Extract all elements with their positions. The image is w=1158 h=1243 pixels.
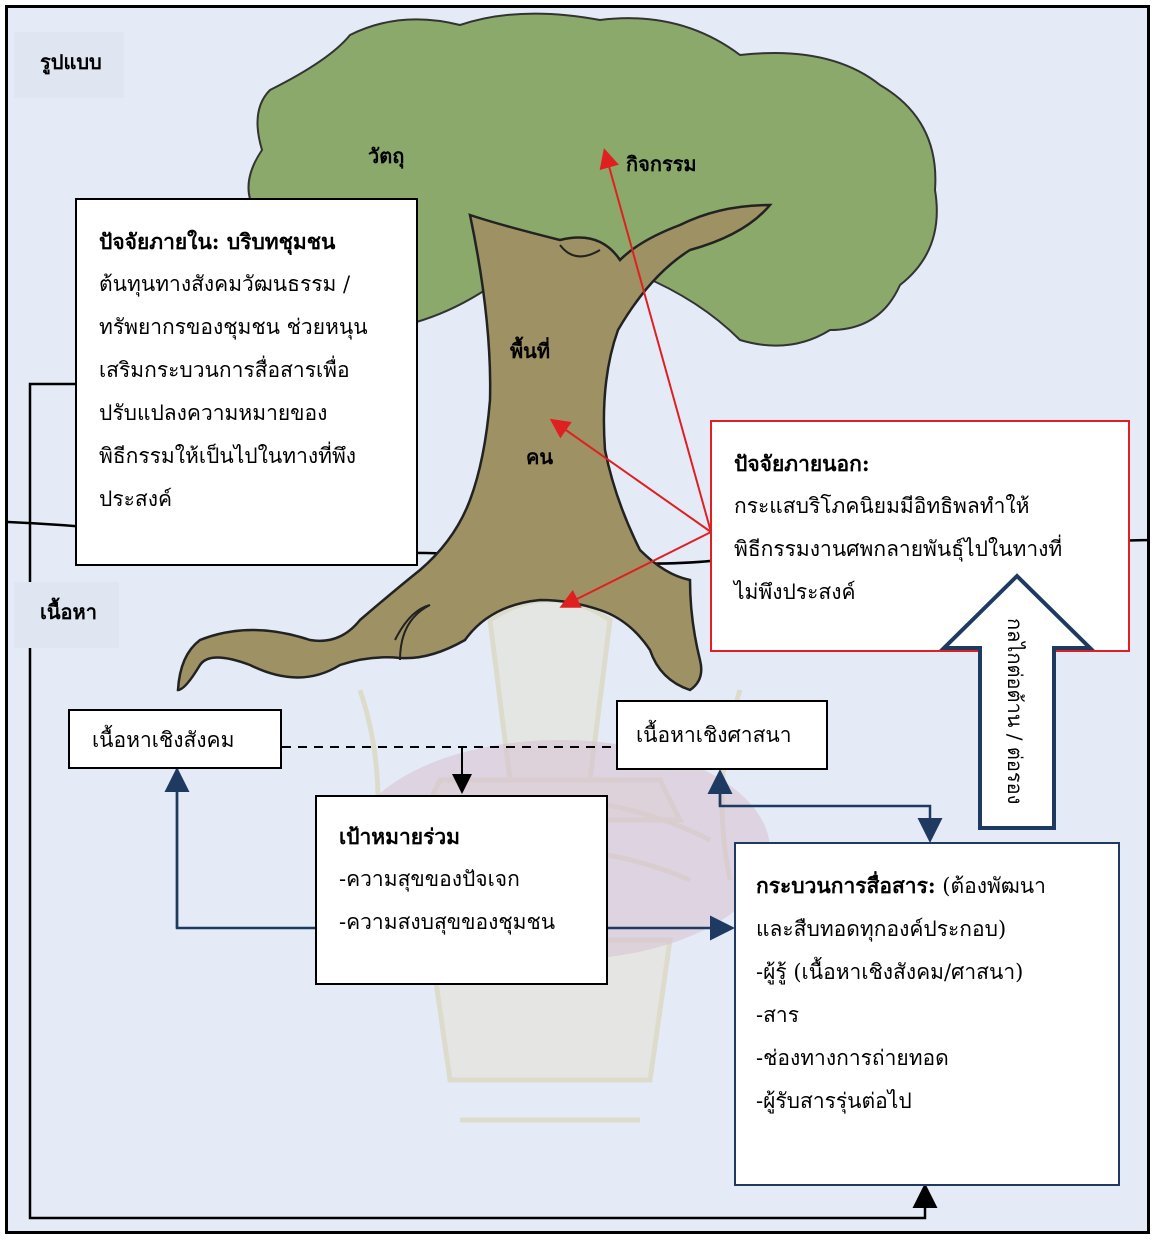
goal-title: เป้าหมายร่วม: [339, 824, 460, 849]
internal-line: ทรัพยากรของชุมชน ช่วยหนุน: [99, 315, 368, 339]
internal-title: ปัจจัยภายใน: บริบทชุมชน: [99, 229, 336, 254]
process-line: -ช่องทางการถ่ายทอด: [756, 1046, 949, 1070]
external-line: พิธีกรรมงานศพกลายพันธุ์ไปในทางที่: [734, 537, 1063, 561]
external-line: ไม่พึงประสงค์: [734, 580, 856, 604]
process-line: -สาร: [756, 1003, 799, 1027]
activities-label: กิจกรรม: [626, 152, 697, 176]
content-label: เนื้อหา: [14, 582, 119, 648]
external-factors-box: ปัจจัยภายนอก: กระแสบริโภคนิยมมีอิทธิพลทำ…: [710, 420, 1130, 652]
goal-line: -ความสุขของปัจเจก: [339, 867, 520, 891]
process-title-rest: (ต้องพัฒนา: [935, 874, 1046, 898]
religious-content-box: เนื้อหาเชิงศาสนา: [616, 700, 828, 770]
shared-goal-box: เป้าหมายร่วม -ความสุขของปัจเจก -ความสงบส…: [315, 795, 608, 985]
social-content-text: เนื้อหาเชิงสังคม: [92, 728, 235, 752]
internal-line: ประสงค์: [99, 487, 173, 511]
form-label: รูปแบบ: [14, 32, 124, 98]
communication-process-box: กระบวนการสื่อสาร: (ต้องพัฒนา และสืบทอดทุ…: [734, 842, 1120, 1186]
resistance-arrow-text: กลไกต่อต้าน / ต่อรอง: [1003, 618, 1027, 804]
goal-line: -ความสงบสุขของชุมชน: [339, 910, 556, 934]
process-line: -ผู้รู้ (เนื้อหาเชิงสังคม/ศาสนา): [756, 960, 1024, 984]
internal-line: พิธีกรรมให้เป็นไปในทางที่พึง: [99, 444, 357, 468]
process-line: -ผู้รับสารรุ่นต่อไป: [756, 1089, 912, 1113]
religious-content-text: เนื้อหาเชิงศาสนา: [636, 723, 792, 747]
objects-label: วัตถุ: [368, 144, 405, 168]
external-line: กระแสบริโภคนิยมมีอิทธิพลทำให้: [734, 494, 1030, 518]
internal-line: เสริมกระบวนการสื่อสารเพื่อ: [99, 358, 350, 382]
red-arrow-people: [549, 418, 712, 533]
internal-line: ต้นทุนทางสังคมวัฒนธรรม /: [99, 272, 351, 296]
social-content-box: เนื้อหาเชิงสังคม: [68, 709, 282, 769]
internal-factors-box: ปัจจัยภายใน: บริบทชุมชน ต้นทุนทางสังคมวั…: [75, 198, 418, 566]
external-title: ปัจจัยภายนอก:: [734, 451, 870, 476]
internal-feedback-line: [28, 382, 938, 1220]
space-label: พื้นที่: [510, 339, 551, 363]
process-line: และสืบทอดทุกองค์ประกอบ): [756, 917, 1007, 941]
people-label: คน: [526, 445, 554, 469]
red-arrow-activities: [599, 148, 712, 533]
red-arrow-roots: [559, 531, 712, 608]
process-title: กระบวนการสื่อสาร:: [756, 873, 936, 898]
internal-line: ปรับแปลงความหมายของ: [99, 401, 328, 425]
